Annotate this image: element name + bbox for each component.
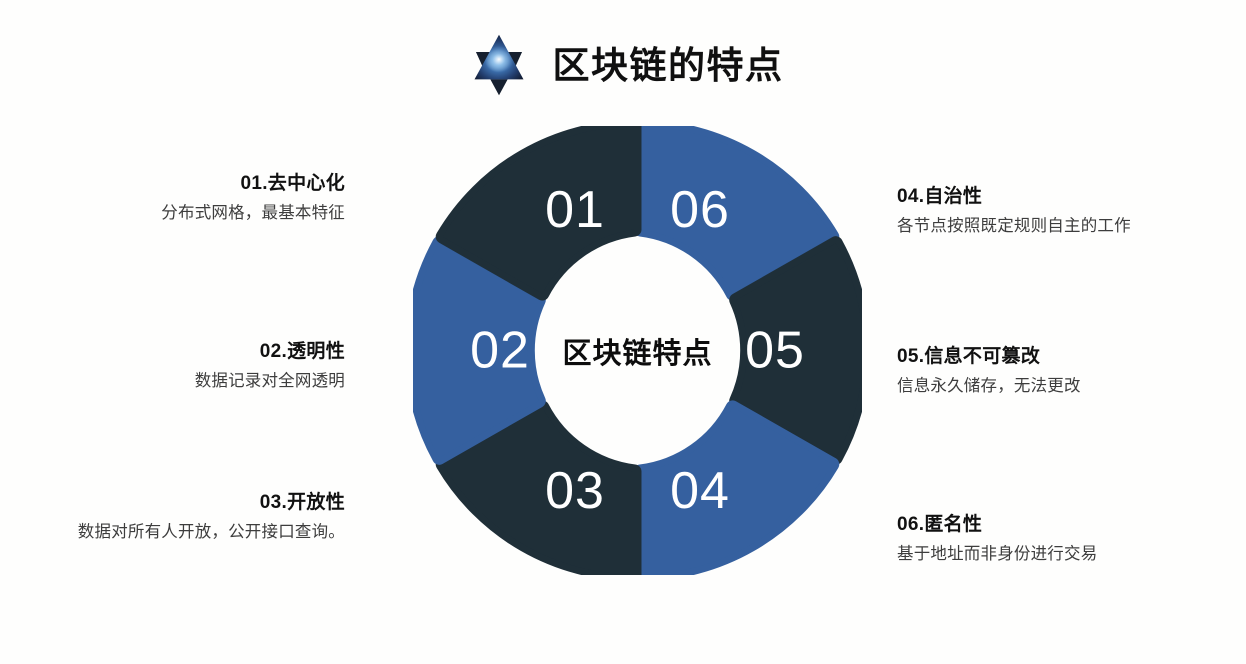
feature-label-03: 03.开放性 数据对所有人开放，公开接口查询。 [20, 491, 345, 545]
feature-label-02: 02.透明性 数据记录对全网透明 [45, 340, 345, 394]
feature-label-01: 01.去中心化 分布式网格，最基本特征 [20, 172, 345, 226]
donut-number-02: 02 [470, 322, 530, 380]
feature-desc-02: 数据记录对全网透明 [194, 371, 345, 390]
donut-segment-03[interactable]: 03 [435, 400, 642, 575]
feature-label-06: 06.匿名性 基于地址而非身份进行交易 [897, 513, 1227, 567]
feature-label-05: 05.信息不可篡改 信息永久储存，无法更改 [897, 345, 1227, 399]
feature-desc-03: 数据对所有人开放，公开接口查询。 [77, 522, 345, 541]
feature-title-02: 02.透明性 [259, 341, 345, 362]
segmented-donut-chart: 06 05 04 03 02 [413, 126, 862, 575]
donut-segment-05[interactable]: 05 [729, 236, 862, 465]
hexagram-star-icon [474, 34, 523, 96]
donut-number-05: 05 [745, 322, 805, 380]
page-title: 区块链的特点 [552, 44, 784, 86]
donut-segment-02[interactable]: 02 [413, 236, 546, 465]
donut-number-03: 03 [545, 462, 605, 520]
donut-number-01: 01 [545, 181, 605, 239]
donut-segment-04[interactable]: 04 [633, 400, 840, 575]
feature-desc-04: 各节点按照既定规则自主的工作 [897, 216, 1131, 235]
feature-title-05: 05.信息不可篡改 [897, 346, 1041, 367]
feature-title-04: 04.自治性 [897, 186, 983, 207]
feature-title-03: 03.开放性 [259, 492, 345, 513]
feature-title-01: 01.去中心化 [240, 173, 345, 194]
donut-segment-01[interactable]: 01 [435, 126, 642, 301]
donut-segment-06[interactable]: 06 [633, 126, 840, 301]
donut-number-06: 06 [670, 181, 730, 239]
feature-desc-06: 基于地址而非身份进行交易 [897, 544, 1098, 563]
slide-header: 区块链的特点 [0, 20, 1246, 110]
feature-label-04: 04.自治性 各节点按照既定规则自主的工作 [897, 185, 1227, 239]
feature-title-06: 06.匿名性 [897, 514, 983, 535]
feature-desc-05: 信息永久储存，无法更改 [897, 376, 1081, 395]
donut-number-04: 04 [670, 462, 730, 520]
feature-desc-01: 分布式网格，最基本特征 [161, 203, 345, 222]
